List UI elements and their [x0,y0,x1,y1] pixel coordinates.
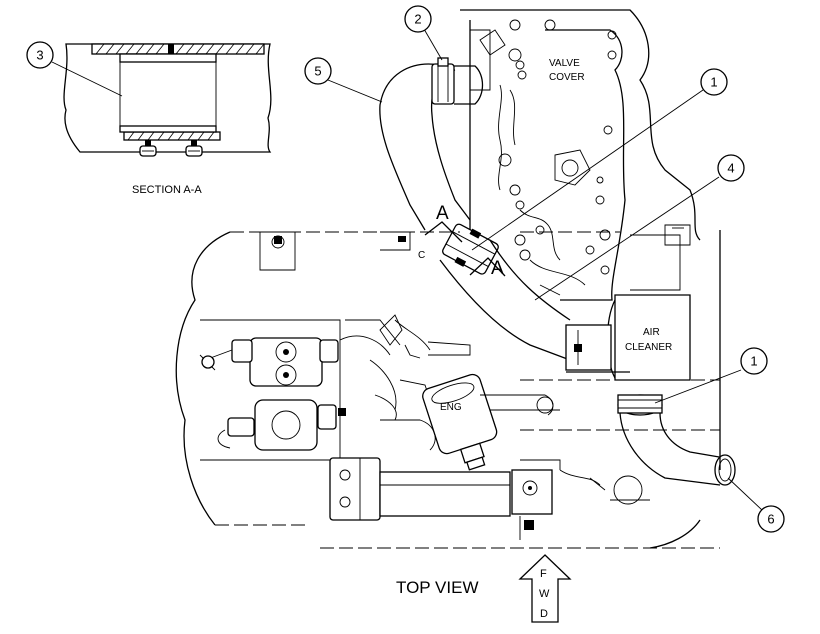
center-linkage: ENG [369,314,560,471]
governor-assembly [199,231,411,461]
callout-3-number: 3 [36,48,43,63]
section-label: SECTION A-A [132,184,202,196]
section-mark-a-upper: A [436,203,449,224]
bottom-components [329,457,650,540]
fwd-arrow: F W D [518,554,572,623]
top-view-label: TOP VIEW [396,578,479,597]
eng-tag: ENG [440,402,462,413]
callout-4-number: 4 [727,161,734,176]
callout-1-bottom-number: 1 [750,354,757,369]
callout-2: 2 [404,5,432,33]
callout-1-top: 1 [700,68,728,96]
valve-cover-assembly: VALVE COVER [460,9,701,301]
air-cleaner-label-2: CLEANER [625,342,672,353]
outlet-hose [617,394,736,486]
callout-leaders [51,28,763,511]
section-cut-markers: A A C [418,203,506,279]
section-mark-a-lower: A [491,258,504,279]
section-a-a-inset: SECTION A-A [63,43,272,196]
callout-2-number: 2 [414,12,421,27]
callout-5-number: 5 [314,64,321,79]
air-cleaner-label-1: AIR [643,327,660,338]
callout-4: 4 [717,154,745,182]
fwd-letter-d: D [540,608,548,620]
callout-6: 6 [757,505,785,533]
c-tag: C [418,250,425,261]
callout-1-top-number: 1 [710,75,717,90]
callout-5: 5 [304,57,332,85]
callout-6-number: 6 [767,512,774,527]
valve-cover-label-1: VALVE [549,58,580,69]
callout-3: 3 [26,41,54,69]
fwd-letter-f: F [540,568,547,580]
air-cleaner: AIR CLEANER [565,224,691,381]
callout-1-bottom: 1 [740,347,768,375]
fwd-letter-w: W [539,588,550,600]
intake-tube [379,57,571,361]
valve-cover-label-2: COVER [549,72,585,83]
